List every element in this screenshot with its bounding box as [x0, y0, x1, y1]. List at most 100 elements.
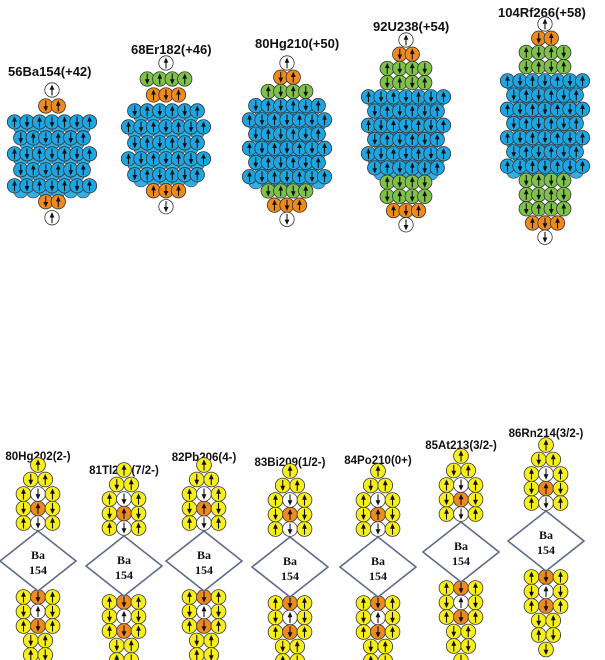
nucleon-y — [438, 477, 455, 493]
nucleon-y — [267, 624, 284, 640]
nucleon-g — [285, 183, 301, 199]
nucleon-b — [158, 119, 174, 135]
nucleon-b — [19, 146, 35, 162]
nucleon-w — [196, 603, 212, 620]
nucleon-y — [552, 569, 569, 585]
nucleon-b — [316, 140, 333, 156]
nucleon-w — [44, 210, 60, 226]
nucleon-b — [127, 103, 143, 119]
nucleon-b — [574, 130, 591, 146]
nucleon-b — [158, 151, 174, 167]
nucleon-y — [355, 492, 372, 508]
nucleon-y — [101, 520, 118, 536]
nucleon-b — [241, 169, 258, 185]
nucleon-y — [267, 506, 284, 523]
nucleon-b — [435, 89, 452, 105]
bottom-nucleus-1: 80Hg202(2-)Ba154 — [0, 451, 78, 660]
nucleon-b — [195, 151, 212, 167]
nucleus-label: 56Ba154(+42) — [8, 64, 91, 79]
nucleon-g — [164, 71, 180, 87]
nucleon-g — [404, 188, 420, 204]
nucleon-b — [499, 73, 516, 89]
nucleon-b — [183, 151, 199, 167]
nucleon-b — [44, 178, 60, 194]
nucleon-w — [279, 55, 295, 71]
nucleon-y — [467, 594, 484, 611]
nucleon-y — [530, 451, 547, 468]
nucleon-y — [362, 638, 379, 655]
nucleon-y — [37, 647, 54, 660]
nucleon-b — [512, 73, 528, 89]
nucleon-b — [81, 178, 98, 194]
nucleon-y — [523, 466, 540, 482]
nucleon-b — [524, 101, 541, 117]
ba154-core-diamond — [338, 535, 418, 599]
nucleon-y — [203, 647, 220, 660]
nucleon-y — [467, 580, 484, 596]
nucleon-b — [164, 167, 180, 183]
nucleon-o — [30, 618, 46, 634]
nucleon-w — [453, 477, 469, 493]
nucleon-g — [379, 174, 395, 190]
nucleon-b — [310, 126, 326, 142]
nucleon-y — [116, 462, 132, 478]
nucleon-b — [139, 135, 155, 151]
nucleon-y — [438, 609, 455, 625]
nucleon-y — [188, 471, 205, 488]
nucleon-b — [177, 167, 193, 183]
nucleon-y — [289, 638, 306, 655]
nucleon-b — [512, 158, 528, 174]
nucleon-g — [139, 71, 155, 87]
nucleon-y — [15, 515, 32, 531]
nucleon-w — [30, 603, 46, 620]
nucleon-y — [37, 471, 54, 488]
bottom-row-models: 80Hg202(2-)Ba15481Tl205(7/2-)Ba15482Pb20… — [0, 428, 586, 660]
nucleon-o — [538, 598, 554, 614]
nucleon-y — [438, 491, 455, 508]
nucleon-y — [538, 641, 554, 658]
nucleon-y — [445, 623, 462, 640]
nucleon-y — [101, 608, 118, 625]
nucleon-b — [254, 140, 270, 156]
nucleon-y — [130, 491, 147, 507]
nucleon-y — [44, 618, 61, 634]
nucleon-g — [556, 44, 572, 61]
nucleon-y — [445, 638, 462, 654]
nucleon-w — [282, 492, 298, 508]
core-mass: 154 — [281, 569, 299, 583]
nucleon-y — [37, 632, 54, 649]
nucleon-b — [524, 130, 541, 146]
nucleon-b — [360, 89, 377, 105]
nucleon-o — [410, 202, 427, 219]
nucleon-w — [116, 491, 132, 507]
nucleon-g — [531, 59, 547, 75]
nucleon-g — [417, 188, 433, 204]
bottom-nucleus-3: 82Pb206(4-)Ba154 — [164, 452, 244, 660]
nucleon-y — [460, 638, 477, 654]
nucleon-b — [392, 160, 408, 176]
nucleon-y — [296, 624, 313, 640]
nucleon-b — [568, 115, 584, 132]
nucleon-o — [158, 87, 174, 103]
nucleon-y — [15, 618, 32, 634]
nucleon-y — [181, 515, 198, 531]
core-mass: 154 — [369, 569, 387, 583]
nucleon-y — [130, 623, 147, 639]
nucleon-b — [398, 117, 414, 133]
top-nucleus-3: 80Hg210(+50) — [241, 36, 339, 227]
bottom-nucleus-5: 84Po210(0+)Ba154 — [338, 455, 418, 660]
nucleon-y — [44, 486, 61, 502]
nucleus-label: 84Po210(0+) — [344, 455, 412, 467]
nucleon-b — [379, 103, 395, 119]
nucleon-o — [196, 618, 212, 634]
nucleon-y — [101, 623, 118, 639]
nucleon-b — [549, 130, 566, 146]
nucleon-y — [203, 471, 220, 488]
nucleon-b — [254, 169, 270, 185]
nucleon-y — [130, 520, 147, 536]
top-nucleus-2: 68Er182(+46) — [120, 42, 212, 215]
nucleon-o — [453, 609, 469, 625]
nucleon-b — [310, 98, 326, 114]
nucleon-y — [545, 612, 562, 629]
nucleon-y — [282, 463, 298, 479]
